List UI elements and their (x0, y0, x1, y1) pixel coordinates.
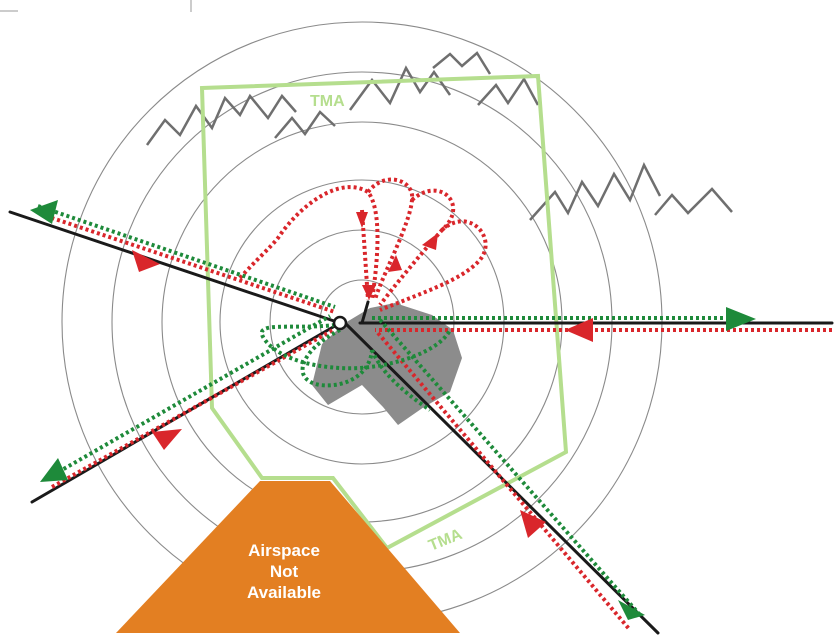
tma-label-top: TMA (310, 93, 345, 110)
restricted-airspace (116, 481, 460, 633)
arrival-arrow (520, 510, 546, 538)
departure-arrows (30, 200, 756, 620)
arrival-arrow (388, 255, 402, 272)
route-southeast (343, 321, 660, 635)
mountain-icon (654, 187, 733, 216)
route-center-stub (360, 300, 370, 325)
mountain-icon (145, 93, 297, 146)
departure-arrow (30, 200, 58, 224)
airspace-label-line-3: Available (247, 583, 321, 602)
airspace-label-line-2: Not (270, 562, 299, 581)
tma-boundary (199, 73, 569, 551)
airspace-label-line-1: Airspace (248, 541, 320, 560)
terrain-symbols (145, 51, 733, 221)
mountain-icon (529, 161, 662, 221)
arrival-arrow (362, 285, 376, 300)
route-west (8, 210, 342, 325)
tma-label-bottom: TMA (426, 526, 465, 555)
mountain-icon (348, 65, 452, 111)
mountain-icon (432, 51, 492, 75)
mountain-icon (274, 110, 336, 139)
arrival-arrow (132, 250, 160, 272)
arrival-routes (39, 177, 832, 632)
mountain-icon (477, 76, 540, 106)
arrival-arrow (356, 212, 368, 228)
airport-icon (332, 315, 348, 331)
arrival-arrow (422, 233, 438, 250)
arrival-arrow (565, 318, 593, 342)
departure-arrow (618, 600, 645, 620)
departure-arrow (40, 458, 68, 482)
departure-arrow (726, 307, 756, 331)
arrival-arrows (132, 212, 593, 538)
corner-marks (0, 0, 192, 12)
arrival-arrow (152, 429, 182, 450)
routes (8, 210, 834, 635)
airspace-label: Airspace Not Available (247, 541, 321, 602)
departure-routes (37, 204, 750, 617)
